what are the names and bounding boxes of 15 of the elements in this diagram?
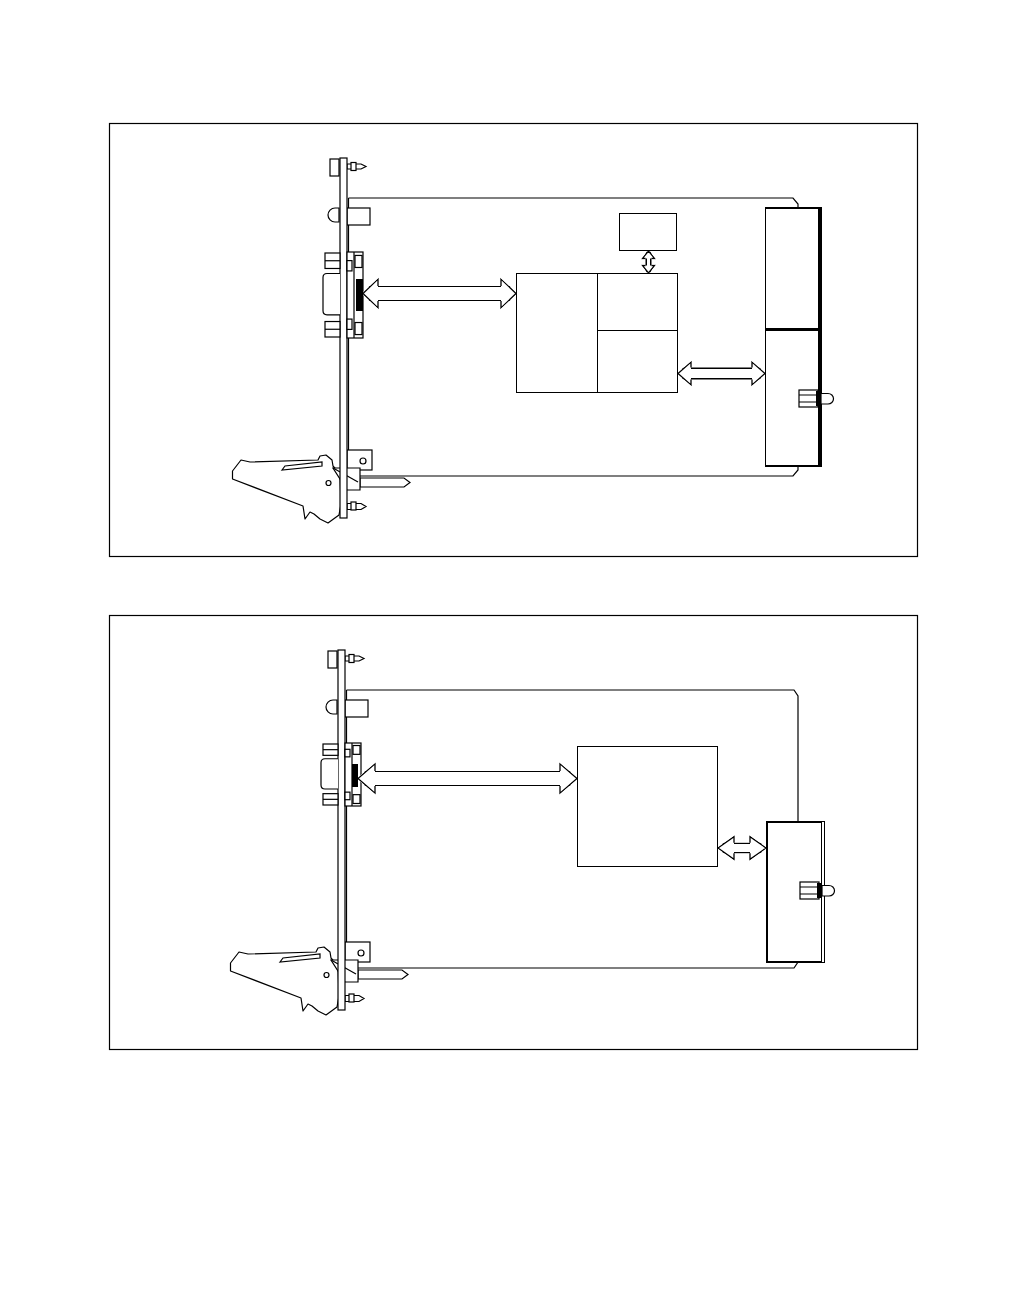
double-arrow	[357, 763, 578, 794]
function-block	[516, 273, 598, 393]
function-block	[619, 213, 677, 251]
backplane-connector	[766, 821, 825, 963]
backplane-connector	[765, 207, 822, 330]
double-arrow	[641, 250, 656, 274]
double-arrow	[362, 278, 517, 309]
double-arrow	[677, 361, 766, 386]
front-connector	[352, 764, 358, 787]
double-arrow	[717, 835, 767, 861]
front-connector	[356, 279, 363, 311]
backplane-connector	[765, 329, 822, 467]
function-block	[597, 273, 678, 331]
function-block	[577, 746, 718, 867]
function-block	[597, 330, 678, 393]
